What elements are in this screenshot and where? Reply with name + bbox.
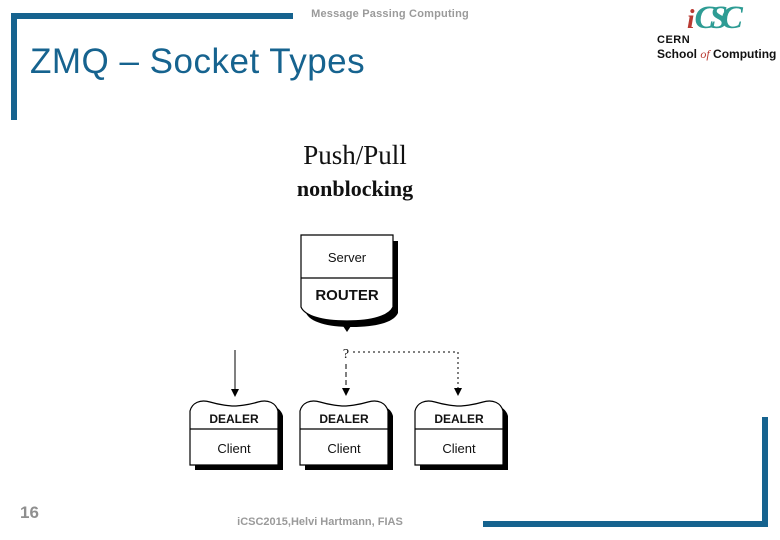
- logo-csc-letters: CSC: [694, 0, 743, 36]
- dealer-client-node-1: DEALER Client: [189, 400, 283, 470]
- flow-arrow-right-dotted: [353, 351, 462, 396]
- diagram-subheading: nonblocking: [296, 176, 414, 201]
- router-choice-marker: ?: [343, 347, 349, 362]
- push-pull-diagram: Server ROUTER ? DEALER Client DEALER Cli…: [189, 234, 508, 470]
- flow-arrow-right-line: [353, 351, 459, 389]
- page-title: ZMQ – Socket Types: [30, 42, 366, 81]
- page-number: 16: [20, 503, 39, 522]
- logo-cern-text: CERN: [657, 34, 691, 46]
- csc-logo: iCSC CERN School of Computing: [645, 2, 777, 64]
- accent-bar-top: [11, 13, 293, 19]
- flow-arrow-right-head-icon: [454, 388, 462, 396]
- flow-arrow-middle-head-icon: [342, 388, 350, 396]
- dealer3-socket-label: DEALER: [434, 412, 484, 426]
- accent-bar-left: [11, 13, 17, 120]
- server-role-label: Server: [328, 250, 367, 265]
- flow-arrow-middle-dashed: [342, 364, 350, 396]
- dealer1-box: [189, 400, 279, 466]
- footer-credit: iCSC2015,Helvi Hartmann, FIAS: [237, 516, 403, 528]
- dealer2-role-label: Client: [327, 441, 361, 456]
- dealer1-role-label: Client: [217, 441, 251, 456]
- dealer2-socket-label: DEALER: [319, 412, 369, 426]
- accent-bar-bottom: [483, 521, 768, 527]
- flow-arrow-left: [231, 350, 239, 397]
- logo-of-word: of: [700, 47, 710, 61]
- dealer-client-node-3: DEALER Client: [414, 400, 508, 470]
- logo-i-letter: i: [687, 4, 695, 34]
- dealer2-box: [299, 400, 389, 466]
- dealer1-socket-label: DEALER: [209, 412, 259, 426]
- server-router-node: Server ROUTER: [300, 234, 398, 332]
- logo-computing-word: Computing: [713, 47, 777, 61]
- dealer3-box: [414, 400, 504, 466]
- slide-header: Message Passing Computing: [311, 8, 469, 20]
- dealer3-role-label: Client: [442, 441, 476, 456]
- server-socket-label: ROUTER: [315, 287, 379, 304]
- flow-arrow-left-head-icon: [231, 389, 239, 397]
- accent-bar-right: [762, 417, 768, 527]
- logo-school-of-computing: School of Computing: [657, 47, 776, 62]
- dealer-client-node-2: DEALER Client: [299, 400, 393, 470]
- csc-logo-mark-icon: iCSC: [687, 0, 743, 36]
- diagram-heading: Push/Pull: [303, 140, 407, 170]
- logo-school-word: School: [657, 47, 698, 61]
- router-output-arrow-icon: [341, 323, 353, 332]
